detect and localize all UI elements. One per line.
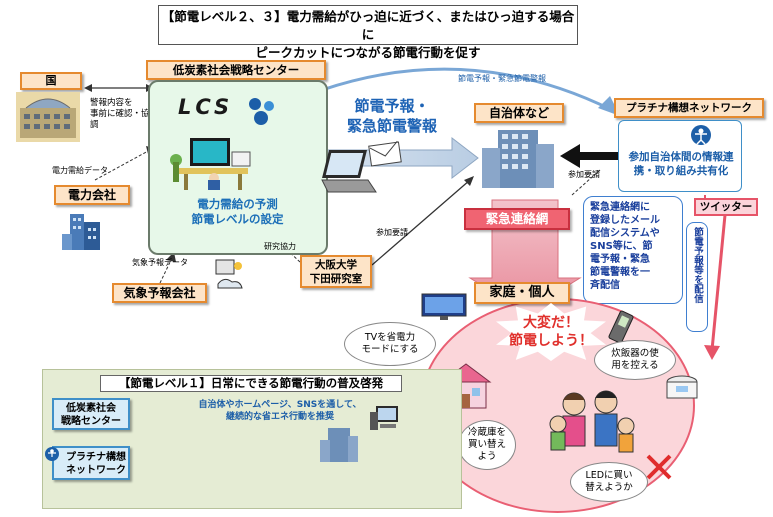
kuni-note-line1: 警報内容を [90,98,133,108]
kinkyu-desc-line3: 配信システムや [590,228,660,239]
level1-title: 【節電レベル１】日常にできる節電行動の普及啓発 [100,375,402,392]
twitter-description-bubble: 節電予報等を配信 [686,222,708,332]
power-company-building-icon [62,214,100,250]
center-desc-line2: 節電レベルの設定 [191,212,284,226]
lcs-logo-icon [249,98,274,125]
tv-text-line2: モードにする [361,344,419,355]
rice-text-line1: 炊飯器の使 [611,348,659,359]
kenkyu-label: 研究協力 [264,242,296,251]
platinum-description: 参加自治体間の情報連 携・取り組み共有化 [622,150,740,178]
forecast-message: 節電予報・ 緊急節電警報 [342,96,442,136]
level1-platinum-box: プラチナ構想 ネットワーク [52,446,130,480]
forecast-line2: 緊急節電警報 [346,117,437,135]
node-kinkyu: 緊急連絡網 [464,208,570,230]
city-hall-building-icon [482,130,554,188]
led-text-line1: LEDに買い [585,470,633,481]
led-text-line2: 替えようか [585,482,633,493]
kinkyu-desc-line2: 登録したメール [590,215,660,226]
osaka-line1: 大阪大学 [315,259,357,271]
level1-description: 自治体やホームページ、SNSを通して、 継続的な省エネ行動を推奨 [180,399,380,423]
level1-platinum-line2: ネットワーク [66,465,126,476]
node-katei: 家庭・個人 [474,282,570,304]
kinkyu-desc-line5: 電予報・緊急 [590,254,650,265]
kuni-note-line2: 事前に確認・協調 [90,109,150,130]
platinum-arrow [560,144,620,168]
node-twitter: ツイッター [694,198,758,216]
level1-platinum-line1: プラチナ構想 [66,452,126,463]
katei-label: 家庭・個人 [489,285,555,300]
level1-desc-line1: 自治体やホームページ、SNSを通して、 [198,400,362,410]
center-label: 低炭素社会戦略センター [172,63,300,77]
node-platinum: プラチナ構想ネットワーク [614,98,764,118]
osaka-line2: 下田研究室 [309,273,363,285]
rice-text-line2: 用を控える [611,360,659,371]
exclaim-line1: 大変だ！ [523,315,579,331]
kisho-data-label: 気象予報データ [132,258,188,267]
title-line1: 【節電レベル２、３】電力需給がひっ迫に近づく、またはひっ迫する場合に [161,9,575,42]
laptop-mail-icon [321,140,402,193]
node-denryoku: 電力会社 [54,185,130,205]
level1-center-line2: 戦略センター [61,416,121,427]
platinum-desc-line2: 携・取り組み共有化 [633,165,729,177]
lcs-logo: LCS [178,95,234,119]
led-bubble: LEDに買い 替えようか [570,462,648,502]
level1-center-line1: 低炭素社会 [66,403,116,414]
mobile-phone-icon [608,310,634,344]
kinkyu-desc-line1: 緊急連絡網に [590,202,650,213]
fridge-text-line1: 冷蔵庫を [467,427,506,438]
kinkyu-label: 緊急連絡網 [485,211,549,226]
exclaim-line2: 節電しよう！ [509,333,593,349]
platinum-label: プラチナ構想ネットワーク [626,102,752,114]
weather-icon [215,259,243,289]
kinkyu-description-bubble: 緊急連絡網に 登録したメール 配信システムや SNS等に、節 電予報・緊急 節電… [583,196,683,304]
small-city-hall-icon [320,428,358,462]
tv-text-line1: TVを省電力 [364,332,416,343]
forecast-line1: 節電予報・ [354,97,430,115]
sanka-label-2: 参加要請 [568,170,600,179]
twitter-label: ツイッター [699,201,753,213]
rice-bubble: 炊飯器の使 用を控える [594,340,676,380]
diet-building-icon [16,92,80,142]
platinum-desc-line1: 参加自治体間の情報連 [628,151,734,163]
level1-desc-line2: 継続的な省エネ行動を推奨 [225,412,334,422]
rice-cooker-icon [666,375,698,399]
platinum-small-logo-icon [45,447,59,461]
kinkyu-desc-line4: SNS等に、節 [590,241,653,252]
kuni-note: 警報内容を 事前に確認・協調 [90,98,152,131]
fridge-text-line2: 買い替え [467,439,506,450]
node-jichitai: 自治体など [474,103,564,123]
fridge-text-line3: よう [477,451,497,462]
computer-icon [370,406,398,430]
diagram-title: 【節電レベル２、３】電力需給がひっ迫に近づく、またはひっ迫する場合に ピークカッ… [158,5,578,60]
top-curve-arrow [321,67,613,112]
family-icon [549,390,635,453]
tv-icon [421,293,467,320]
level1-band [42,369,462,509]
node-osaka: 大阪大学 下田研究室 [300,255,372,288]
twitter-description: 節電予報等を配信 [692,227,703,303]
kisho-label: 気象予報会社 [123,286,196,300]
denryoku-label: 電力会社 [67,188,116,202]
jichitai-label: 自治体など [488,106,549,120]
node-center: 低炭素社会戦略センター [146,60,326,80]
tv-bubble: TVを省電力 モードにする [344,322,436,366]
cross-mark-icon [646,454,672,480]
center-desc-line1: 電力需給の予測 [197,197,278,211]
sanka-label-1: 参加要請 [376,228,408,237]
platinum-logo-icon [691,125,711,145]
title-line2: ピークカットにつながる節電行動を促す [255,45,481,60]
level1-center-box: 低炭素社会 戦略センター [52,398,130,430]
platinum-box [618,120,742,192]
fridge-bubble: 冷蔵庫を 買い替え よう [458,420,516,470]
denryoku-data-label: 電力需給データ [52,166,108,175]
kinkyu-desc-line7: 斉配信 [590,280,620,291]
kuni-label: 国 [45,74,57,87]
center-description: 電力需給の予測 節電レベルの設定 [160,197,315,227]
top-arrow-label: 節電予報・緊急節電警報 [458,74,546,83]
node-kuni: 国 [20,72,82,90]
kinkyu-desc-line6: 節電警報を一 [590,267,650,278]
office-illustration-icon [170,138,251,190]
node-kisho: 気象予報会社 [112,283,207,303]
